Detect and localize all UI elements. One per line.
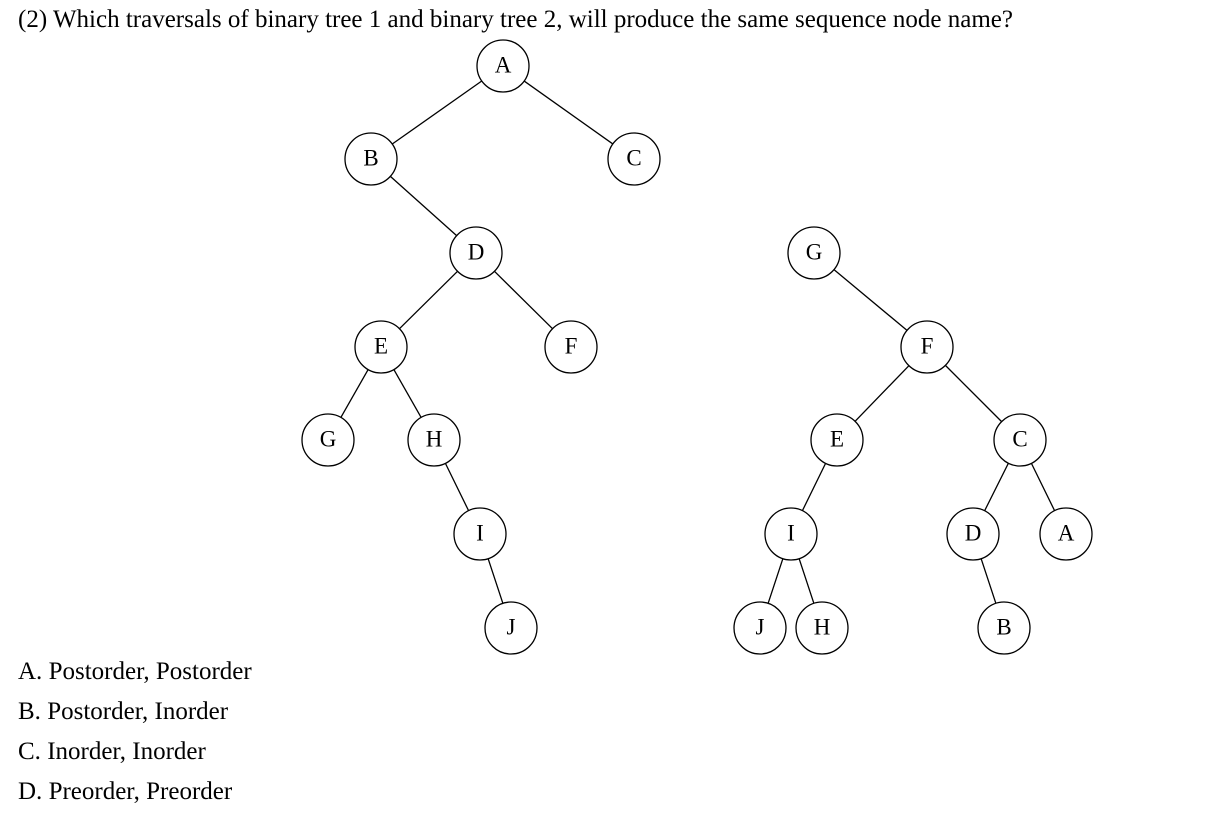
node-circle <box>1039 507 1093 561</box>
node-t1-C: C <box>607 132 661 186</box>
edge-t2-F-t2-E <box>854 365 910 422</box>
node-label: E <box>830 426 844 451</box>
node-circle <box>733 601 787 655</box>
node-label: J <box>756 614 765 639</box>
option-b: B. Postorder, Inorder <box>18 692 252 732</box>
node-circle <box>484 601 538 655</box>
node-t1-F: F <box>544 320 598 374</box>
node-label: G <box>320 426 337 451</box>
node-t1-D: D <box>449 226 503 280</box>
node-circle <box>977 601 1031 655</box>
edge-t2-I-t2-H <box>798 558 815 604</box>
node-circle <box>764 507 818 561</box>
node-label: I <box>476 520 484 545</box>
option-c-text: Inorder, Inorder <box>47 738 206 765</box>
edge-t1-D-t1-E <box>399 270 458 330</box>
node-label: J <box>507 614 516 639</box>
node-circle <box>476 39 530 93</box>
option-a: A. Postorder, Postorder <box>18 652 252 692</box>
option-b-text: Postorder, Inorder <box>47 698 229 725</box>
node-label: D <box>468 239 485 264</box>
node-label: B <box>996 614 1011 639</box>
option-a-text: Postorder, Postorder <box>48 658 252 685</box>
edge-t2-E-t2-I <box>801 463 827 511</box>
node-t1-G: G <box>301 413 355 467</box>
node-t2-F: F <box>900 320 954 374</box>
option-d-letter: D. <box>18 778 43 805</box>
node-t1-A: A <box>476 39 530 93</box>
node-circle <box>993 413 1047 467</box>
edge-t2-F-t2-C <box>944 364 1003 423</box>
node-circle <box>344 132 398 186</box>
question-text: (2) Which traversals of binary tree 1 an… <box>18 6 1013 33</box>
node-t1-I: I <box>453 507 507 561</box>
node-label: G <box>806 239 823 264</box>
node-t1-J: J <box>484 601 538 655</box>
edge-t1-E-t1-G <box>340 369 369 418</box>
node-circle <box>544 320 598 374</box>
edge-t1-H-t1-I <box>444 463 470 511</box>
node-t2-I: I <box>764 507 818 561</box>
node-label: I <box>787 520 795 545</box>
node-label: H <box>814 614 831 639</box>
option-c: C. Inorder, Inorder <box>18 732 252 772</box>
edge-t2-C-t2-D <box>984 462 1009 512</box>
option-d: D. Preorder, Preorder <box>18 772 252 812</box>
option-b-letter: B. <box>18 698 41 725</box>
node-circle <box>900 320 954 374</box>
node-label: B <box>363 145 378 170</box>
node-t2-A: A <box>1039 507 1093 561</box>
node-t2-J: J <box>733 601 787 655</box>
tree-edges <box>340 80 1056 604</box>
node-label: H <box>426 426 443 451</box>
edge-t2-G-t2-F <box>833 269 908 331</box>
node-label: F <box>921 333 934 358</box>
node-t2-D: D <box>946 507 1000 561</box>
node-t2-H: H <box>795 601 849 655</box>
edge-t2-C-t2-A <box>1030 463 1056 511</box>
node-t2-E: E <box>810 413 864 467</box>
node-label: A <box>1058 520 1075 545</box>
edge-t1-I-t1-J <box>487 558 504 604</box>
node-circle <box>301 413 355 467</box>
node-circle <box>453 507 507 561</box>
node-label: A <box>495 52 512 77</box>
edge-t2-D-t2-B <box>980 558 997 604</box>
node-circle <box>795 601 849 655</box>
node-circle <box>407 413 461 467</box>
edge-t2-I-t2-J <box>767 558 784 604</box>
node-t1-E: E <box>354 320 408 374</box>
node-circle <box>449 226 503 280</box>
node-circle <box>787 226 841 280</box>
option-d-text: Preorder, Preorder <box>48 778 233 805</box>
node-circle <box>810 413 864 467</box>
node-t1-H: H <box>407 413 461 467</box>
edge-t1-A-t1-C <box>523 80 614 145</box>
node-t1-B: B <box>344 132 398 186</box>
edge-t1-D-t1-F <box>494 270 553 330</box>
node-t2-B: B <box>977 601 1031 655</box>
node-circle <box>946 507 1000 561</box>
node-circle <box>354 320 408 374</box>
edge-t1-E-t1-H <box>393 369 422 418</box>
node-label: F <box>565 333 578 358</box>
node-circle <box>607 132 661 186</box>
node-label: E <box>374 333 388 358</box>
node-label: C <box>626 145 641 170</box>
edge-t1-B-t1-D <box>389 175 458 237</box>
answer-options: A. Postorder, Postorder B. Postorder, In… <box>18 652 252 812</box>
node-t2-C: C <box>993 413 1047 467</box>
option-a-letter: A. <box>18 658 43 685</box>
node-t2-G: G <box>787 226 841 280</box>
node-label: C <box>1012 426 1027 451</box>
node-label: D <box>965 520 982 545</box>
tree-nodes: A B C D E F G H I J G F E C I D A J H B <box>301 39 1093 655</box>
edge-t1-A-t1-B <box>391 80 483 145</box>
option-c-letter: C. <box>18 738 41 765</box>
